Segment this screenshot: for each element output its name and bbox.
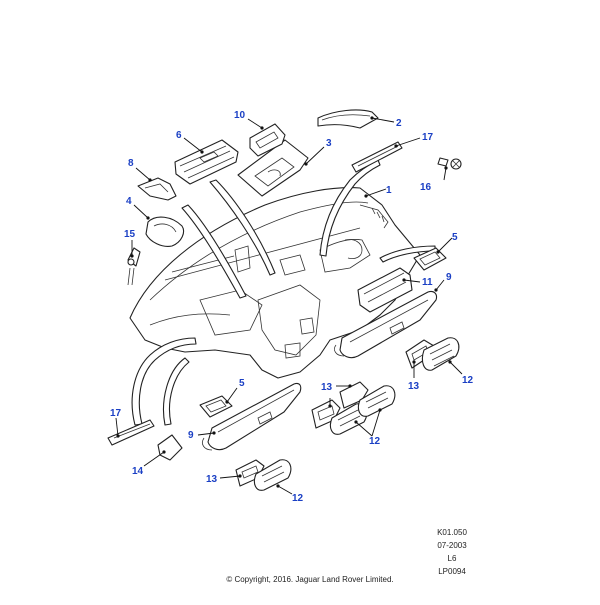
callout-8: 8: [128, 158, 134, 169]
illustration-date: 07-2003: [437, 541, 467, 550]
illustration-level: L6: [447, 554, 457, 563]
illustration-code: K01.050: [437, 528, 467, 537]
callout-5-upper: 5: [452, 232, 458, 243]
callout-6: 6: [176, 130, 182, 141]
callout-10: 10: [234, 110, 246, 121]
part-4-side-vent: [145, 216, 185, 247]
part-6-vent-housing: [174, 139, 239, 185]
part-12-right-vent: [421, 337, 460, 371]
part-17-lower-trim: [107, 419, 155, 446]
callout-16: 16: [420, 182, 432, 193]
callout-9-lower: 9: [188, 430, 194, 441]
part-8-end-cap: [137, 177, 177, 201]
callout-3: 3: [326, 138, 332, 149]
part-12-lower-vent: [253, 459, 292, 491]
callout-17-lower: 17: [110, 408, 122, 419]
callout-1: 1: [386, 185, 392, 196]
pillar-trim-lines: [131, 159, 436, 426]
part-11-switch-panel: [357, 267, 413, 313]
callout-17-upper: 17: [422, 132, 434, 143]
callout-2: 2: [396, 118, 402, 129]
part-10-small-bezel: [249, 123, 286, 157]
callout-labels: 1 2 3 4 5 5 6 8 9 9 10 11 12 12 12 13 13…: [110, 110, 474, 504]
part-9-upper-glovebox: [334, 290, 438, 359]
part-14-small-cover: [157, 434, 183, 461]
callout-13-lower: 13: [206, 474, 218, 485]
part-16-screw: [437, 157, 462, 170]
callout-4: 4: [126, 196, 132, 207]
callout-12-centre: 12: [369, 436, 381, 447]
callout-11: 11: [422, 277, 433, 288]
part-13-centre-bezel: [311, 381, 369, 429]
part-12-centre-vents: [329, 385, 396, 435]
copyright-notice: © Copyright, 2016. Jaguar Land Rover Lim…: [226, 575, 394, 584]
part-15-clip: [127, 247, 141, 286]
callout-14: 14: [132, 466, 144, 477]
part-17-upper-trim: [351, 141, 403, 173]
callout-5-lower: 5: [239, 378, 245, 389]
part-9-lower-glovebox: [202, 382, 302, 451]
callout-13-centre: 13: [321, 382, 333, 393]
callout-9-upper: 9: [446, 272, 452, 283]
part-2-top-cover: [317, 109, 379, 129]
callout-12-lower: 12: [292, 493, 304, 504]
leader-lines: [115, 116, 463, 495]
callout-12-right: 12: [462, 375, 474, 386]
part-5-lower-switch: [199, 395, 233, 418]
callout-13-right: 13: [408, 381, 420, 392]
callout-15: 15: [124, 229, 136, 240]
illustration-ref: LP0094: [438, 567, 466, 576]
